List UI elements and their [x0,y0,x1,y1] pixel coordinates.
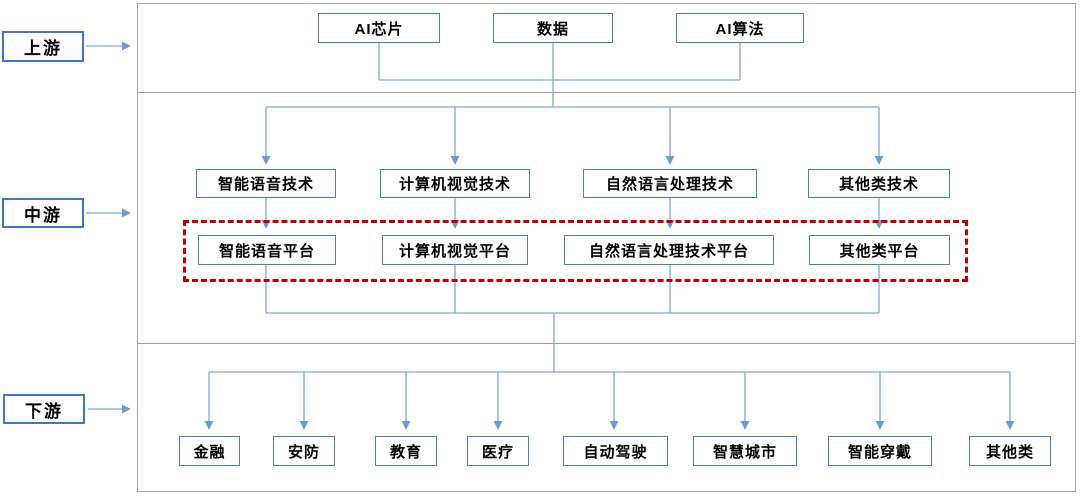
node-smart-city: 智慧城市 [693,436,797,466]
stage-label-downstream: 下游 [3,394,85,424]
node-education-label: 教育 [389,443,422,461]
stage-label-midstream: 中游 [2,198,84,228]
node-nlp-platform: 自然语言处理技术平台 [564,235,774,265]
node-other-tech-label: 其他类技术 [838,176,919,193]
node-security: 安防 [273,436,335,466]
downstream-connectors [204,371,1015,430]
node-security-label: 安防 [287,443,320,461]
node-finance: 金融 [179,436,240,466]
node-voice-tech-label: 智能语音技术 [217,176,314,193]
node-finance-label: 金融 [193,443,226,461]
node-voice-tech: 智能语音技术 [196,169,336,198]
node-ai-algorithm: AI算法 [676,13,804,43]
stage-label-downstream-text: 下游 [25,401,63,421]
node-smart-wearables-label: 智能穿戴 [847,443,912,461]
stage-label-upstream: 上游 [2,31,84,62]
node-ai-chip-label: AI芯片 [354,20,404,38]
node-cv-platform-label: 计算机视觉平台 [398,242,511,260]
node-healthcare-label: 医疗 [481,443,514,461]
stage-label-midstream-text: 中游 [24,205,62,225]
node-other-platform: 其他类平台 [809,235,950,265]
platform-highlight-dashed-box [183,220,968,282]
stage-label-upstream-text: 上游 [24,39,62,58]
stage-arrows [86,41,131,414]
node-autonomous-driving-label: 自动驾驶 [583,443,648,461]
midstream-downstream-divider [138,343,1075,344]
upstream-connectors [378,43,741,107]
node-smart-wearables: 智能穿戴 [828,436,932,466]
node-ai-algorithm-label: AI算法 [715,20,765,38]
technology-connectors [261,106,884,165]
node-other-platform-label: 其他类平台 [839,242,920,260]
node-cv-platform: 计算机视觉平台 [382,235,528,265]
node-cv-tech-label: 计算机视觉技术 [398,176,511,193]
node-autonomous-driving: 自动驾驶 [563,436,668,466]
node-healthcare: 医疗 [467,436,529,466]
node-education: 教育 [375,436,437,466]
node-others-label: 其他类 [985,443,1034,461]
platform-collector-connectors [265,265,880,372]
node-voice-platform-label: 智能语音平台 [218,242,315,260]
node-ai-chip: AI芯片 [318,13,440,43]
node-voice-platform: 智能语音平台 [198,235,336,265]
node-smart-city-label: 智慧城市 [712,443,777,461]
upstream-midstream-divider [138,92,1075,93]
node-others: 其他类 [969,436,1051,466]
node-nlp-platform-label: 自然语言处理技术平台 [588,242,749,260]
node-data-label: 数据 [536,20,569,38]
node-cv-tech: 计算机视觉技术 [380,169,530,198]
node-nlp-tech-label: 自然语言处理技术 [605,176,734,193]
node-other-tech: 其他类技术 [808,169,950,198]
node-nlp-tech: 自然语言处理技术 [583,169,757,198]
node-data: 数据 [493,13,613,43]
